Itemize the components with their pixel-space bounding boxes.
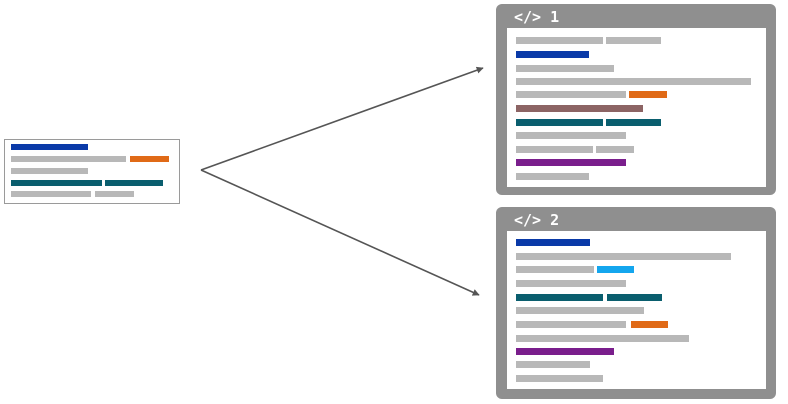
code-line-bar	[11, 180, 102, 186]
code-line-bar	[631, 321, 668, 328]
variant-window-1: </> 1	[496, 4, 776, 195]
code-line-bar	[516, 266, 594, 273]
code-line-bar	[11, 156, 126, 162]
code-line-bar	[516, 253, 731, 260]
variant-2-code-lines	[516, 239, 731, 382]
code-line-bar	[516, 119, 603, 126]
code-line-bar	[516, 105, 643, 112]
code-line-bar	[516, 91, 626, 98]
code-line-bar	[516, 361, 590, 368]
code-line-bar	[516, 51, 589, 58]
code-line-bar	[516, 239, 590, 246]
variant-1-label: </> 1	[514, 8, 559, 26]
source-code-lines	[11, 144, 169, 197]
code-line-bar	[516, 375, 603, 382]
code-line-bar	[516, 132, 626, 139]
code-line-bar	[516, 146, 593, 153]
source-document	[4, 139, 180, 204]
code-line-bar	[516, 173, 589, 180]
code-line-bar	[516, 78, 751, 85]
code-line-bar	[629, 91, 667, 98]
arrow-to-variant-1	[200, 66, 484, 171]
code-line-bar	[596, 146, 634, 153]
code-line-bar	[607, 294, 662, 301]
code-line-bar	[516, 348, 614, 355]
fork-arrows	[200, 66, 484, 296]
code-line-bar	[516, 335, 689, 342]
variant-2-label: </> 2	[514, 211, 559, 229]
code-line-bar	[606, 119, 661, 126]
code-line-bar	[516, 159, 626, 166]
variant-window-2: </> 2	[496, 207, 776, 399]
code-line-bar	[11, 168, 88, 174]
code-line-bar	[105, 180, 163, 186]
code-line-bar	[130, 156, 169, 162]
arrow-to-variant-2	[200, 169, 480, 296]
code-line-bar	[597, 266, 634, 273]
code-line-bar	[11, 144, 88, 150]
code-line-bar	[516, 307, 644, 314]
code-line-bar	[606, 37, 661, 44]
code-line-bar	[516, 65, 614, 72]
code-line-bar	[95, 191, 134, 197]
code-line-bar	[516, 280, 626, 287]
code-line-bar	[11, 191, 91, 197]
code-line-bar	[516, 37, 603, 44]
code-line-bar	[516, 294, 603, 301]
code-line-bar	[516, 321, 626, 328]
variant-1-code-lines	[516, 37, 751, 180]
